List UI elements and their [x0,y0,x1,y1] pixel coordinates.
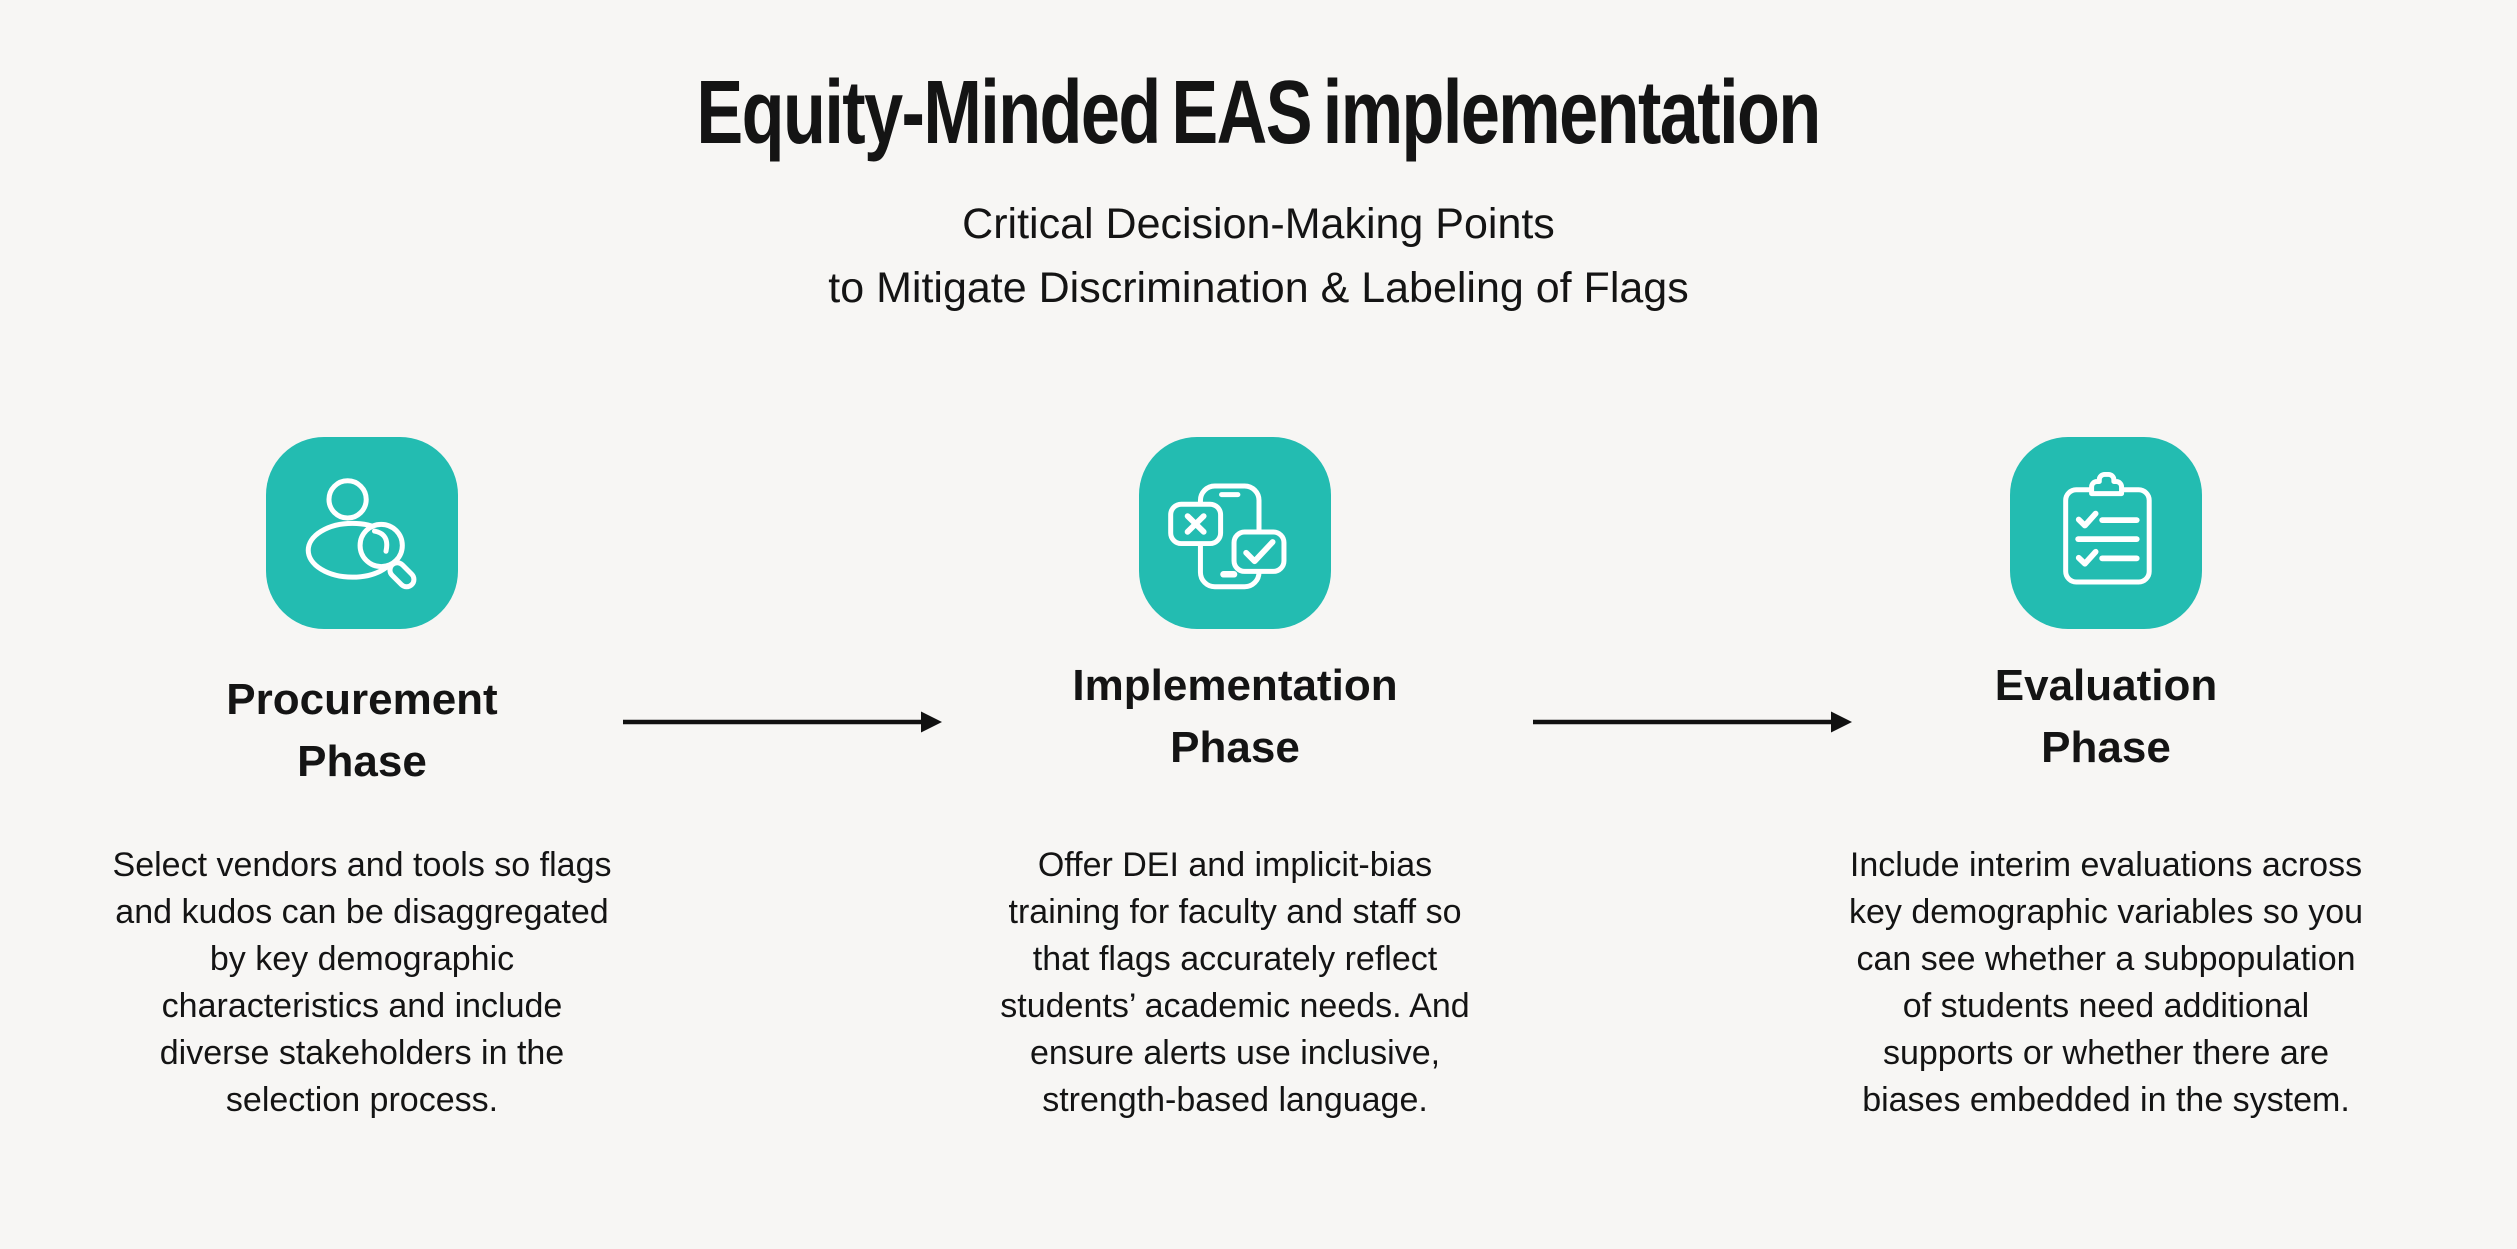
icon-tile [2010,437,2202,629]
phase-description: Select vendors and tools so flags and ku… [112,846,612,1119]
person-search-icon [305,478,417,590]
icon-tile [1139,437,1331,629]
clipboard-checklist-icon [2063,471,2152,585]
phase-column-procurement: Procurement Phase Select vendors and too… [42,437,682,1124]
phase-title: Implementation Phase [1072,661,1398,772]
phase-column-evaluation: Evaluation Phase Include interim evaluat… [1786,437,2426,1124]
icon-tile [266,437,458,629]
phase-title: Evaluation Phase [1994,661,2218,772]
phase-description: Include interim evaluations across key d… [1848,846,2364,1119]
page-subtitle: Critical Decision-Making Points to Mitig… [828,200,1689,312]
arrow-right-icon [623,711,942,733]
page-title: Equity-Minded EAS implementation [0,60,2517,166]
phase-title: Procurement Phase [226,675,498,786]
phase-description: Offer DEI and implicit-bias training for… [1000,846,1470,1119]
phase-column-implementation: Implementation Phase Offer DEI and impli… [915,437,1555,1124]
phone-alerts-icon [1168,483,1287,590]
arrow-right-icon [1533,711,1852,733]
page-title-text: Equity-Minded EAS implementation [696,63,1822,163]
